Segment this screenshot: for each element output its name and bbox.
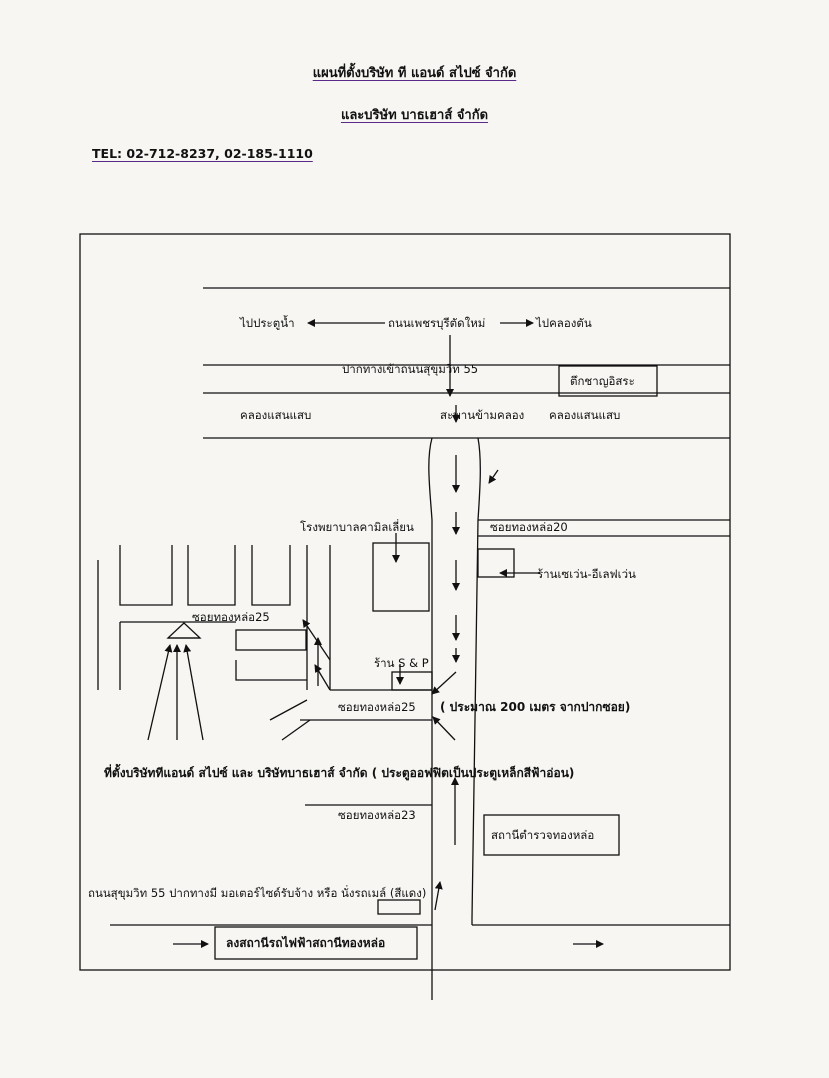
left-block-e [235, 629, 307, 651]
label-bridge: สะพานข้ามคลอง [440, 408, 525, 422]
label-to-pratunam: ไปประตูน้ำ [240, 316, 295, 330]
label-seven-eleven: ร้านเซเว่น-อีเลฟเว่น [537, 567, 636, 581]
label-transport-note: ถนนสุขุมวิท 55 ปากทางมี มอเตอร์ไซด์รับจ้… [88, 886, 427, 900]
arrow-soi25-turn [314, 664, 331, 691]
label-police-station: สถานีตำรวจทองหล่อ [491, 828, 595, 842]
label-phetchaburi-road: ถนนเพชรบุรีตัดใหม่ [388, 316, 486, 330]
left-block-c [251, 545, 291, 606]
label-canal-right: คลองแสนแสบ [549, 408, 621, 422]
left-block-a [119, 545, 173, 606]
label-charn-building: ตึกชาญอิสระ [570, 374, 635, 388]
label-hospital: โรงพยาบาลคามิลเลี่ยน [300, 520, 414, 534]
arrow-right-block [488, 469, 499, 484]
map-title: แผนที่ตั้งบริษัท ที แอนด์ สไปซ์ จำกัด [312, 66, 517, 81]
motorbike-stand [377, 899, 421, 915]
label-soi25-upper: ซอยทองหล่อ25 [192, 610, 270, 624]
soi-diagonal-2 [281, 719, 311, 741]
hospital-building [372, 542, 430, 612]
label-sp-shop: ร้าน S & P [374, 656, 429, 670]
charn-building [558, 365, 658, 397]
label-sukhumvit55-entrance: ปากทางเข้าถนนสุขุมวิท 55 [342, 362, 479, 376]
seven-eleven-shop [477, 548, 515, 578]
label-canal-left: คลองแสนแสบ [240, 408, 312, 422]
label-soi25-lower: ซอยทองหล่อ25 [338, 700, 416, 714]
left-block-b [187, 545, 236, 606]
arrow-company-1 [147, 644, 173, 741]
label-company-location: ที่ตั้งบริษัททีแอนด์ สไปซ์ และ บริษัทบาธ… [104, 766, 575, 780]
label-distance-note: ( ประมาณ 200 เมตร จากปากซอย) [440, 700, 631, 714]
sp-shop [391, 671, 433, 691]
arrow-soi25-in [431, 671, 457, 695]
bts-box [214, 926, 418, 960]
main-road-west-edge [428, 437, 433, 1000]
label-soi23: ซอยทองหล่อ23 [338, 808, 416, 822]
label-to-khlongton: ไปคลองตัน [536, 316, 592, 330]
police-station-box [483, 814, 620, 856]
label-bts-station: ลงสถานีรถไฟฟ้าสถานีทองหล่อ [226, 936, 386, 950]
company-location-triangle [166, 622, 202, 639]
arrow-motorbike [434, 881, 443, 911]
main-road-east-edge [471, 437, 481, 925]
arrow-company-3 [183, 644, 204, 741]
telephone-numbers: TEL: 02-712-8237, 02-185-1110 [92, 146, 313, 161]
arrow-soi25-upper [302, 619, 331, 661]
label-soi20: ซอยทองหล่อ20 [490, 520, 568, 534]
left-block-f [235, 660, 307, 681]
soi-diagonal-1 [269, 699, 308, 721]
map-frame [79, 233, 731, 971]
arrow-soi25-out [432, 716, 456, 741]
map-subtitle: และบริษัท บาธเฮาส์ จำกัด [340, 108, 489, 123]
